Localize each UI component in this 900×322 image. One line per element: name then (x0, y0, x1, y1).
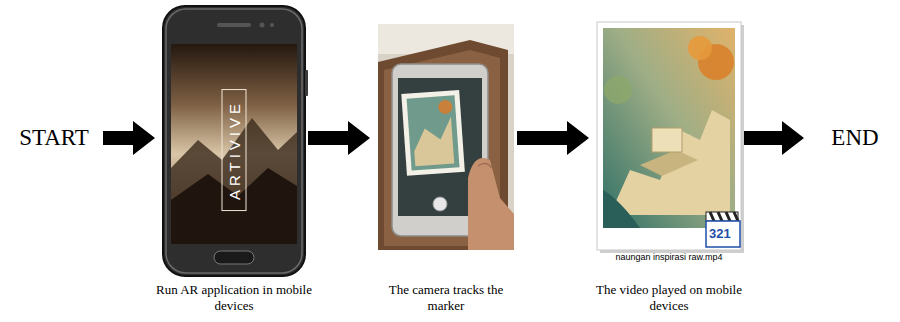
marker-tree (438, 100, 453, 115)
thumbnail-shadow (600, 25, 744, 253)
finger-nail (478, 163, 492, 168)
step-caption: The camera tracks the marker (384, 282, 508, 314)
marker-card (401, 90, 465, 176)
thumbnail-card (597, 22, 741, 250)
step-caption: Run AR application in mobile devices (154, 282, 314, 314)
terminal-text: START (8, 120, 100, 156)
app-logo: ARTIVIVE (222, 89, 247, 211)
phone-rim (166, 9, 302, 273)
terminal-text: END (812, 120, 898, 156)
phone-illustration (163, 6, 308, 276)
shutter-button (433, 197, 447, 211)
home-button (214, 251, 254, 264)
phone-screen: ARTIVIVERun AR application in mobile dev… (163, 6, 305, 276)
clapper-icon (706, 212, 740, 247)
clapper-stripes (710, 212, 738, 221)
painting-stairs (612, 110, 730, 215)
video-thumbnail-illustration (597, 22, 744, 253)
photo-background (378, 24, 514, 250)
painting-water (603, 190, 640, 228)
hand-finger (468, 158, 514, 250)
phone-body (163, 6, 305, 276)
end-terminal: END (812, 120, 898, 156)
painting-tower (652, 128, 682, 152)
painting-tree (688, 36, 712, 60)
block-arrow (103, 121, 155, 155)
start-terminal: START (8, 120, 100, 156)
file-name: naungan inspirasi raw.mp4 (597, 252, 741, 263)
side-button (305, 70, 308, 96)
video-thumbnail: naungan inspirasi raw.mp4The video playe… (597, 22, 741, 250)
block-arrow (744, 121, 804, 155)
block-arrow (308, 121, 370, 155)
clapper-top (706, 212, 738, 221)
phone-camera (260, 23, 265, 28)
marker-art (407, 95, 460, 170)
clapper-body (706, 221, 740, 247)
phone-screen (171, 44, 297, 244)
marker-frame (401, 90, 465, 176)
painting-foliage (604, 76, 632, 104)
camera-photo-illustration (378, 24, 514, 250)
painting (603, 28, 735, 228)
camera-photo: The camera tracks the marker (378, 24, 514, 250)
phone-speaker (217, 23, 251, 27)
marker-stairs (412, 117, 454, 167)
block-arrow (517, 121, 589, 155)
painting-platform (640, 150, 698, 176)
icon-number: 321 (709, 226, 731, 242)
step-caption: The video played on mobile devices (594, 282, 744, 314)
phone-sensor (270, 23, 274, 27)
